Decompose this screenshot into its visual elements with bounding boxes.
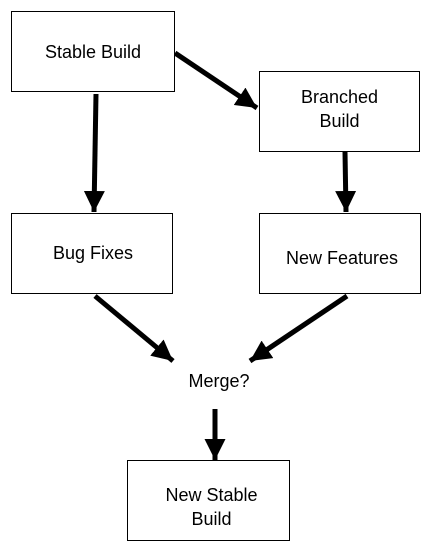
node-new-stable-build: New Stable Build [127, 460, 290, 541]
node-bug-fixes: Bug Fixes [11, 213, 173, 294]
merge-decision-label: Merge? [188, 371, 250, 391]
node-stable-build: Stable Build [11, 11, 175, 92]
node-branched-build-label: Branched Build [300, 86, 379, 131]
node-new-stable-build-label: New Stable Build [165, 484, 258, 529]
arrow-bugs-to-merge [93, 294, 175, 363]
node-stable-build-label: Stable Build [44, 41, 142, 62]
node-new-features-label: New Features [285, 247, 399, 268]
node-branched-build: Branched Build [259, 71, 420, 152]
arrow-stable-to-bugs [83, 93, 105, 213]
node-bug-fixes-label: Bug Fixes [52, 242, 134, 263]
node-new-features: New Features [259, 213, 421, 294]
arrow-branched-to-features [335, 151, 357, 213]
arrow-features-to-merge [248, 293, 349, 364]
arrow-stable-to-branched [173, 50, 259, 111]
